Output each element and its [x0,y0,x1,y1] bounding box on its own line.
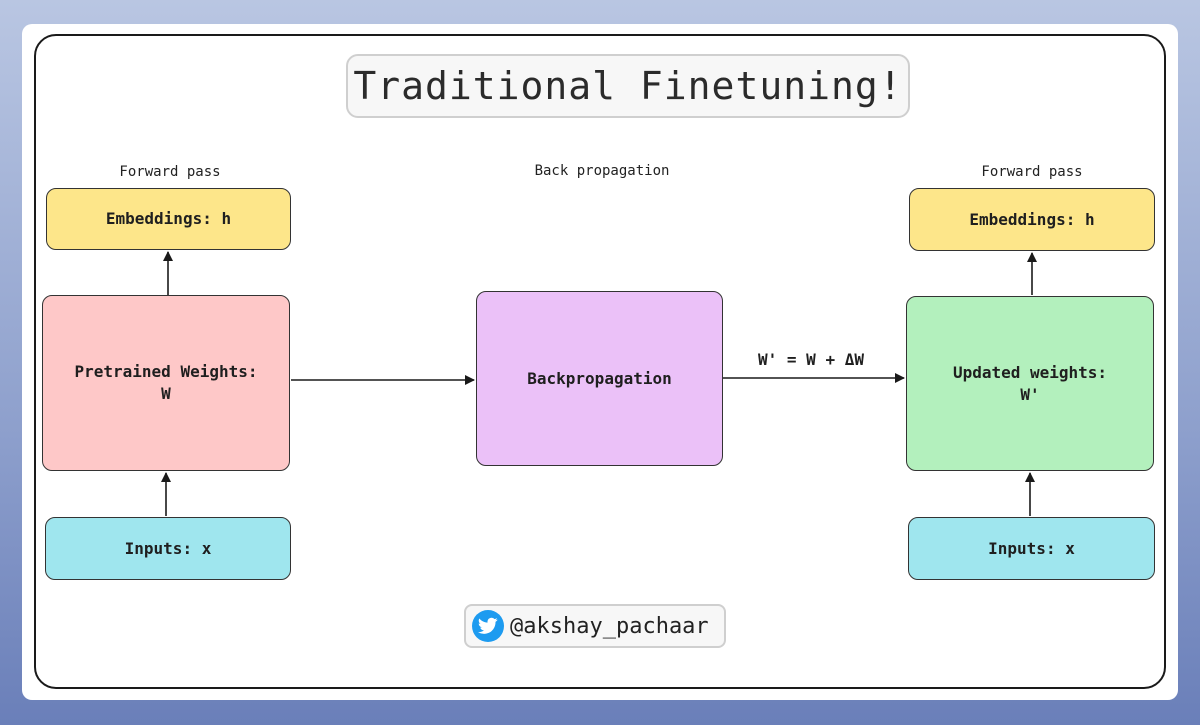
pretrained-weights-box: Pretrained Weights: W [42,295,290,471]
left-embeddings-box: Embeddings: h [46,188,291,250]
twitter-handle-badge[interactable]: @akshay_pachaar [464,604,726,648]
update-equation: W' = W + ΔW [758,350,864,369]
left-forward-pass-label: Forward pass [119,164,221,180]
diagram-title: Traditional Finetuning! [346,54,910,118]
right-embeddings-box: Embeddings: h [909,188,1155,251]
diagram-frame [34,34,1166,689]
updated-weights-box: Updated weights: W' [906,296,1154,471]
back-propagation-label: Back propagation [534,163,670,179]
twitter-handle-text[interactable]: @akshay_pachaar [510,613,709,639]
right-inputs-box: Inputs: x [908,517,1155,580]
right-forward-pass-label: Forward pass [981,164,1083,180]
backpropagation-box: Backpropagation [476,291,723,466]
twitter-bird-icon [472,610,504,642]
left-inputs-box: Inputs: x [45,517,291,580]
